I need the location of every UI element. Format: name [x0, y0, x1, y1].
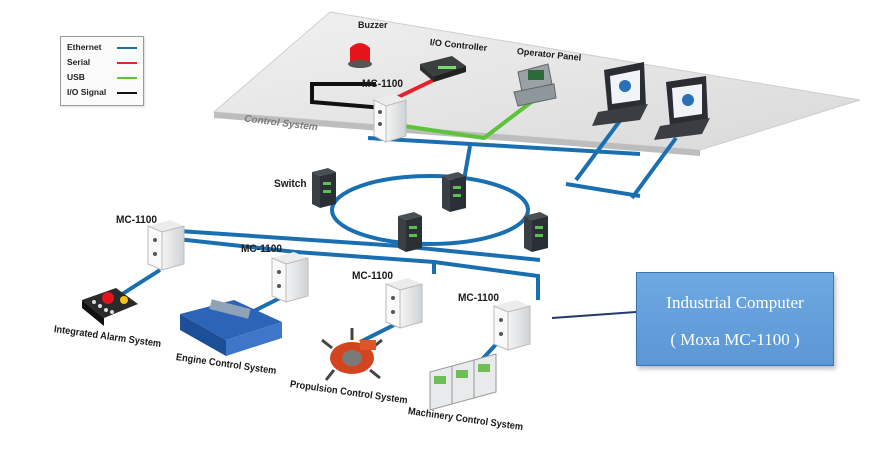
- switch-4: [524, 212, 548, 252]
- buzzer-label: Buzzer: [358, 20, 388, 30]
- switch-2: [442, 172, 466, 212]
- mc-1100-control-device: [373, 94, 407, 143]
- buzzer-device: [348, 43, 372, 68]
- legend-label-ethernet: Ethernet: [67, 42, 102, 52]
- mc-1100-node-2: [271, 252, 309, 303]
- workstation-2: [654, 76, 710, 140]
- alarm-panel: [82, 288, 138, 326]
- mc-1100-control-label: MC-1100: [362, 78, 404, 90]
- io-controller-device: [420, 56, 466, 82]
- legend-swatch-io-signal: [117, 92, 137, 94]
- legend-label-usb: USB: [67, 72, 85, 82]
- mc-1100-node-3: [385, 278, 423, 329]
- mc-1100-node-4-label: MC-1100: [458, 292, 500, 304]
- usb-line: [403, 98, 536, 141]
- callout-title: Industrial Computer: [666, 293, 804, 312]
- legend-swatch-serial: [117, 62, 137, 64]
- engine-unit: [180, 299, 282, 356]
- mc-1100-node-2-label: MC-1100: [241, 243, 283, 255]
- switch-3: [398, 212, 422, 252]
- legend-label-io-signal: I/O Signal: [67, 87, 107, 97]
- callout-connector: [551, 311, 637, 319]
- callout-subtitle: ( Moxa MC-1100 ): [670, 330, 800, 349]
- mc-1100-node-4: [493, 300, 531, 351]
- operator-panel-device: [513, 63, 557, 107]
- legend-label-serial: Serial: [67, 57, 91, 67]
- industrial-computer-callout: Industrial Computer ( Moxa MC-1100 ): [636, 272, 834, 366]
- machinery-cabinets: [429, 353, 497, 411]
- legend: Ethernet Serial USB I/O Signal: [60, 36, 144, 106]
- switch-label: Switch: [274, 178, 307, 190]
- mc-1100-node-1: [147, 220, 185, 271]
- mc-1100-node-1-label: MC-1100: [116, 214, 158, 226]
- propulsion-unit: [321, 328, 383, 381]
- legend-swatch-usb: [117, 77, 137, 79]
- switch-1: [312, 168, 336, 208]
- mc-1100-node-3-label: MC-1100: [352, 270, 394, 282]
- io-signal-line: [310, 82, 385, 110]
- workstation-1: [592, 62, 648, 126]
- legend-swatch-ethernet: [117, 47, 137, 49]
- ethernet-lines: [114, 116, 678, 368]
